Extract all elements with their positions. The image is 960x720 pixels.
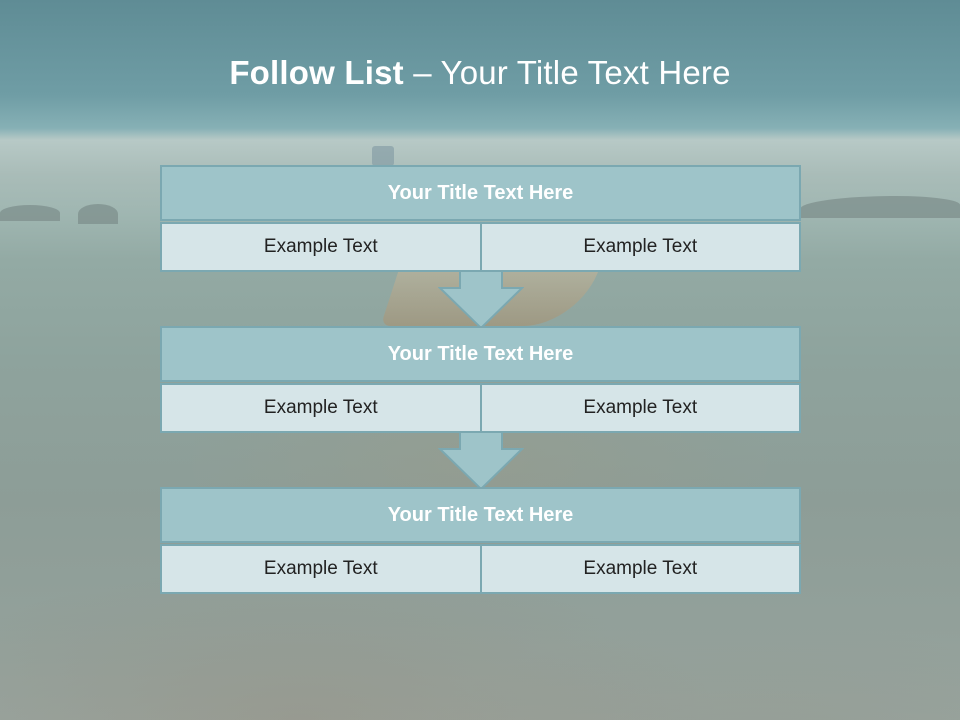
step-title: Your Title Text Here xyxy=(160,487,801,543)
step-row: Example Text Example Text xyxy=(160,383,801,433)
step-cell-left: Example Text xyxy=(160,383,482,433)
slide-title: Follow List – Your Title Text Here xyxy=(0,54,960,92)
slide-title-bold: Follow List xyxy=(229,54,404,91)
boat-prow xyxy=(372,146,394,166)
step-block-1: Your Title Text Here Example Text Exampl… xyxy=(160,165,801,272)
step-cell-right: Example Text xyxy=(481,544,801,594)
island-right xyxy=(800,196,960,218)
step-row: Example Text Example Text xyxy=(160,544,801,594)
step-row: Example Text Example Text xyxy=(160,222,801,272)
step-block-2: Your Title Text Here Example Text Exampl… xyxy=(160,326,801,433)
step-title: Your Title Text Here xyxy=(160,326,801,382)
step-title: Your Title Text Here xyxy=(160,165,801,221)
island-left-small xyxy=(78,204,118,224)
step-block-3: Your Title Text Here Example Text Exampl… xyxy=(160,487,801,594)
step-cell-left: Example Text xyxy=(160,544,482,594)
down-arrow-icon xyxy=(438,431,524,491)
step-cell-left: Example Text xyxy=(160,222,482,272)
step-cell-right: Example Text xyxy=(481,383,801,433)
step-cell-right: Example Text xyxy=(481,222,801,272)
slide-title-rest: – Your Title Text Here xyxy=(403,54,731,91)
island-left xyxy=(0,205,60,221)
down-arrow-icon xyxy=(438,270,524,330)
